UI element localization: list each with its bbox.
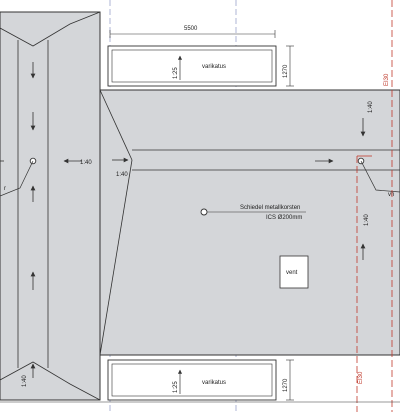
bottom-green-roof bbox=[107, 359, 294, 401]
bottom-box-height-dim: 1270 bbox=[283, 378, 289, 392]
top-green-roof bbox=[107, 45, 294, 87]
main-hip-bottom-left bbox=[99, 159, 133, 356]
right-mid-slope-label: 1:40 bbox=[364, 214, 370, 226]
right-upper-slope-label: 1:40 bbox=[368, 101, 374, 113]
top-dimension bbox=[109, 30, 276, 38]
top-box-slope: 1:25 bbox=[173, 67, 179, 79]
top-box-height-dim: 1270 bbox=[283, 64, 289, 78]
main-roof-section bbox=[99, 89, 400, 356]
bottom-box-slope: 1:25 bbox=[173, 381, 179, 393]
chimney-icon bbox=[200, 208, 208, 216]
top-box-label: varikatus bbox=[202, 64, 226, 70]
main-roof-area bbox=[99, 89, 400, 356]
vent-box bbox=[279, 255, 309, 289]
main-hip-top-left bbox=[99, 89, 133, 161]
vent-label: vent bbox=[286, 270, 298, 276]
left-roof-top-hip bbox=[0, 11, 101, 47]
left-roof-bottom-hip bbox=[0, 361, 101, 401]
chimney-label-line1: Schiedel metallkorsten bbox=[240, 205, 300, 211]
right-edge-fragment-label: vh bbox=[388, 192, 394, 198]
left-roof-section bbox=[0, 11, 101, 401]
left-drain-pipe bbox=[0, 160, 34, 197]
left-center-slope-label: 1:40 bbox=[80, 160, 92, 166]
left-roof-area bbox=[0, 11, 101, 401]
top-dimension-label: 5500 bbox=[184, 26, 198, 32]
left-edge-fragment-label: r bbox=[4, 186, 6, 192]
chimney-label-line2: ICS Ø200mm bbox=[266, 215, 302, 221]
fire-label-top: EI30 bbox=[384, 73, 390, 86]
fire-label-bottom: EI30 bbox=[358, 371, 364, 384]
left-bottom-slope-label: 1:40 bbox=[22, 375, 28, 387]
bottom-box-label: varikatus bbox=[202, 380, 226, 386]
mid-left-slope-label: 1:40 bbox=[116, 172, 128, 178]
